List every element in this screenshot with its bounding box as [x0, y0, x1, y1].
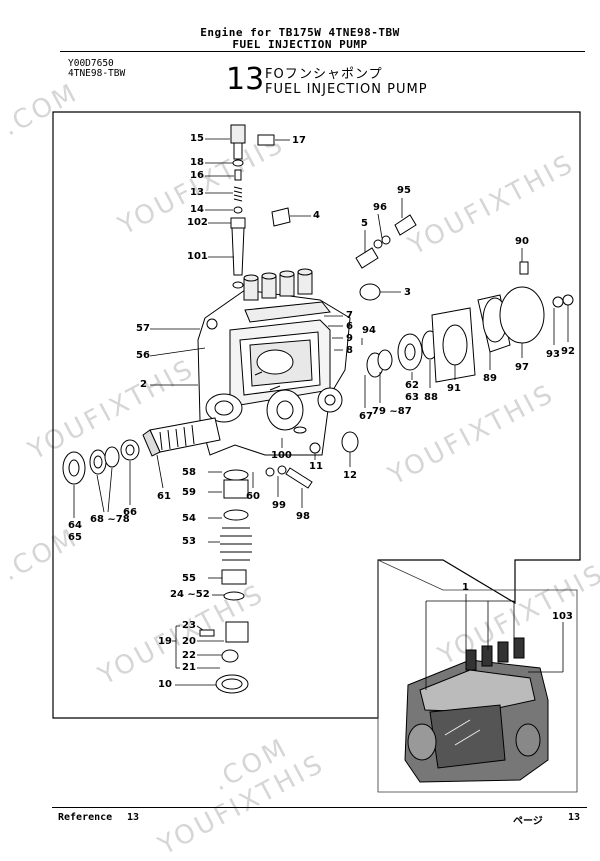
page-label: ページ [513, 816, 543, 827]
callout-1: 1 [462, 582, 469, 593]
callout-15: 15 [190, 133, 204, 144]
plunger-assembly [199, 426, 321, 694]
reference-label: Reference [58, 812, 113, 823]
small-fittings [271, 207, 574, 308]
callout-67: 67 [359, 411, 373, 422]
callout-95: 95 [397, 185, 411, 196]
callout-13: 13 [190, 187, 204, 198]
camshaft [142, 417, 221, 457]
delivery-valve-assembly [230, 124, 275, 289]
header-divider [60, 51, 585, 52]
part-code: Y00D7650 [68, 58, 114, 69]
callout-53: 53 [182, 536, 196, 547]
callout-54: 54 [182, 513, 196, 524]
model-code: 4TNE98-TBW [68, 68, 126, 79]
callout-91: 91 [447, 383, 461, 394]
callout-66: 66 [123, 507, 137, 518]
callout-98: 98 [296, 511, 310, 522]
callout-9: 9 [346, 333, 353, 344]
callout-96: 96 [373, 202, 387, 213]
callout-11: 11 [309, 461, 323, 472]
callout-22: 22 [182, 650, 196, 661]
callout-88: 88 [424, 392, 438, 403]
callout-63: 63 [405, 392, 419, 403]
callout-23: 23 [182, 620, 196, 631]
page-header-subtitle: FUEL INJECTION PUMP [232, 38, 368, 51]
delivery-valve-holders [243, 268, 313, 301]
section-title-jp: FOフンシャポンプ [265, 67, 383, 82]
footer-divider [52, 807, 587, 808]
callout-12: 12 [343, 470, 357, 481]
reference-number: 13 [127, 812, 140, 823]
inset-frame [377, 559, 578, 793]
callout-103: 103 [552, 611, 573, 622]
callout-59: 59 [182, 487, 196, 498]
callout-3: 3 [404, 287, 411, 298]
pump-housing [197, 289, 351, 456]
callout-62: 62 [405, 380, 419, 391]
section-number: 13 [226, 62, 265, 97]
callout-4: 4 [313, 210, 320, 221]
callout-8: 8 [346, 345, 353, 356]
callout-100: 100 [271, 450, 292, 461]
callout-17: 17 [292, 135, 306, 146]
callout-68-78: 68 ~78 [90, 514, 130, 525]
callout-61: 61 [157, 491, 171, 502]
callout-18: 18 [190, 157, 204, 168]
callout-10: 10 [158, 679, 172, 690]
callout-2: 2 [140, 379, 147, 390]
page-number: 13 [568, 812, 581, 823]
callout-7: 7 [346, 310, 353, 321]
callout-102: 102 [187, 217, 208, 228]
callout-90: 90 [515, 236, 529, 247]
callout-19: 19 [158, 636, 172, 647]
callout-99: 99 [272, 500, 286, 511]
callout-92: 92 [561, 346, 575, 357]
callout-58: 58 [182, 467, 196, 478]
callout-89: 89 [483, 373, 497, 384]
leader-lines [73, 138, 569, 690]
callout-60: 60 [246, 491, 260, 502]
inset-pump-illustration [404, 637, 549, 783]
callout-16: 16 [190, 170, 204, 181]
callout-93: 93 [546, 349, 560, 360]
callout-24-52: 24 ~52 [170, 589, 210, 600]
section-title-en: FUEL INJECTION PUMP [265, 82, 428, 97]
callout-101: 101 [187, 251, 208, 262]
callout-56: 56 [136, 350, 150, 361]
page-header-title: Engine for TB175W 4TNE98-TBW [200, 26, 400, 39]
callout-94: 94 [362, 325, 376, 336]
callout-5: 5 [361, 218, 368, 229]
callout-6: 6 [346, 321, 353, 332]
callout-14: 14 [190, 204, 204, 215]
callout-21: 21 [182, 662, 196, 673]
callout-55: 55 [182, 573, 196, 584]
diagram-frame [52, 111, 581, 719]
callout-97: 97 [515, 362, 529, 373]
callout-20: 20 [182, 636, 196, 647]
callout-79-87: 79 ~87 [372, 406, 412, 417]
callout-64: 64 [68, 520, 82, 531]
callout-65: 65 [68, 532, 82, 543]
bearing-set-left [62, 439, 140, 485]
callout-57: 57 [136, 323, 150, 334]
governor-flange [341, 286, 545, 453]
